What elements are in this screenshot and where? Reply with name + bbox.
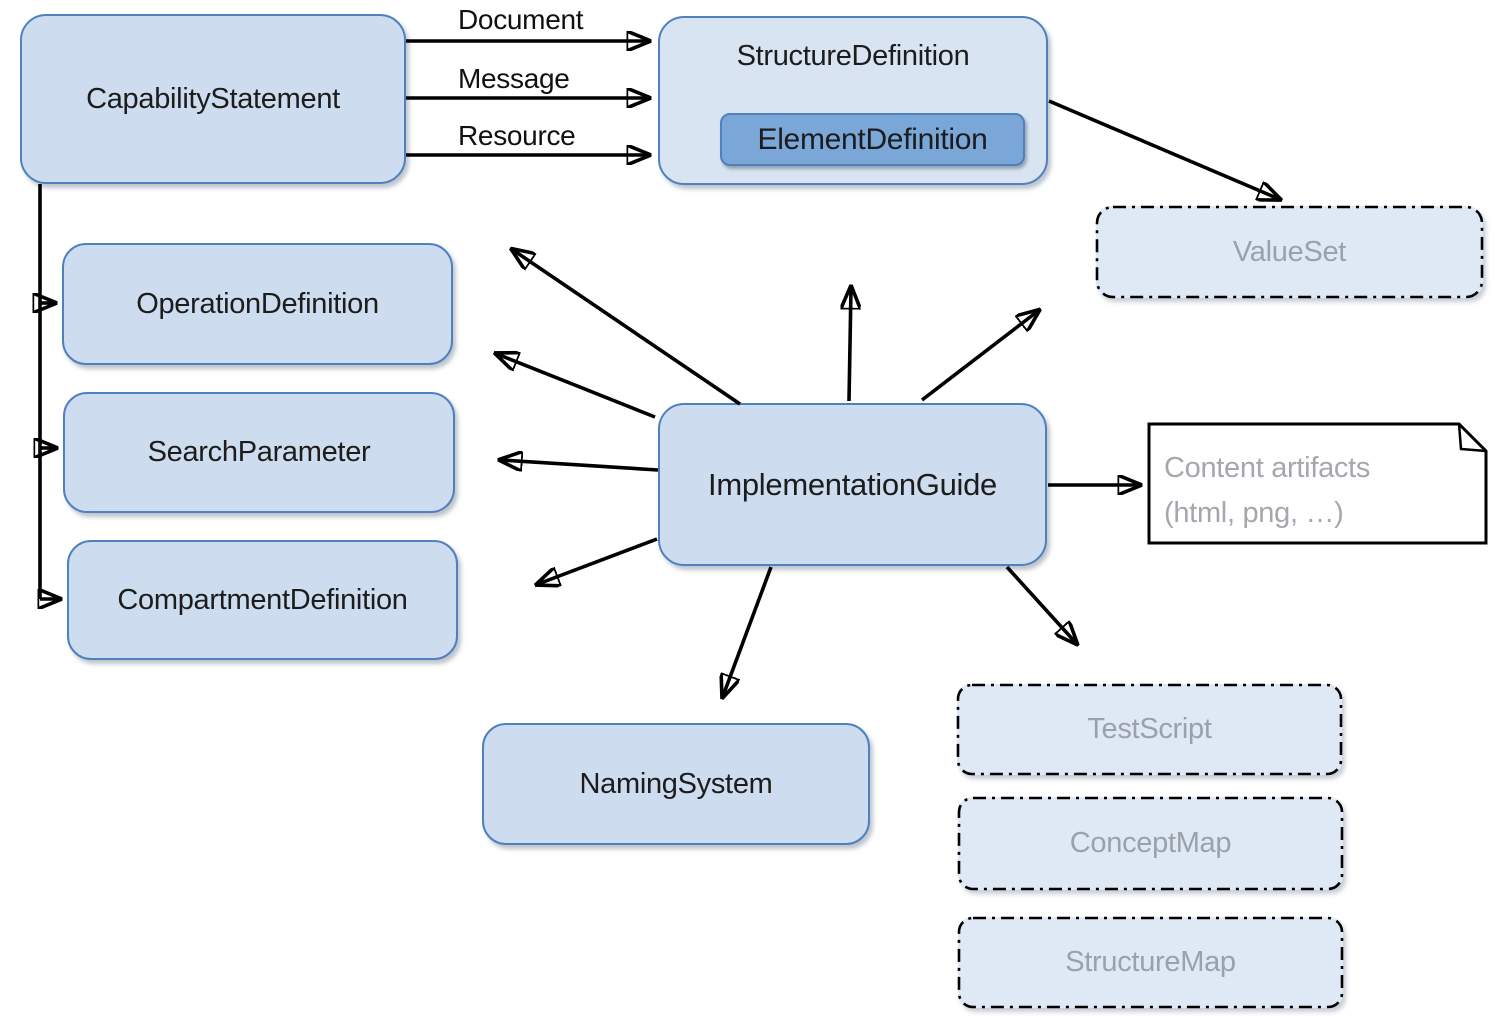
arrow-ig-up (849, 288, 851, 402)
arrow-sd-valueset (1048, 99, 1279, 199)
node-implementation-guide-label: ImplementationGuide (708, 466, 997, 502)
node-operation-definition-label: OperationDefinition (136, 287, 379, 320)
node-test-script: TestScript (957, 684, 1342, 775)
node-structure-map-label: StructureMap (1065, 946, 1236, 978)
node-structure-map: StructureMap (958, 917, 1343, 1008)
content-artifacts-label-line1: Content artifacts (1164, 452, 1371, 484)
content-artifacts-label-line2: (html, png, …) (1164, 497, 1344, 529)
node-value-set-label: ValueSet (1232, 235, 1347, 268)
edge-label-document: Document (458, 4, 584, 35)
node-test-script-label: TestScript (1087, 713, 1212, 745)
node-compartment-definition: CompartmentDefinition (67, 540, 458, 660)
node-implementation-guide: ImplementationGuide (658, 403, 1047, 566)
arrow-ig-downright (1005, 565, 1076, 643)
node-capability-statement: CapabilityStatement (20, 14, 406, 184)
node-naming-system: NamingSystem (482, 723, 870, 845)
arrow-ig-namingsystem (723, 566, 773, 696)
node-operation-definition: OperationDefinition (62, 243, 453, 365)
node-element-definition-label: ElementDefinition (757, 122, 988, 156)
node-search-parameter: SearchParameter (63, 392, 455, 513)
node-structure-definition-label: StructureDefinition (736, 40, 970, 72)
arrow-ig-upleft-long (513, 250, 742, 406)
node-content-artifacts: Content artifacts (html, png, …) (1164, 446, 1474, 536)
node-capability-statement-label: CapabilityStatement (86, 82, 340, 115)
edge-label-message: Message (458, 63, 570, 94)
arrow-ig-downleft (538, 537, 658, 584)
node-element-definition: ElementDefinition (720, 113, 1025, 166)
node-concept-map: ConceptMap (958, 797, 1343, 890)
arrow-ig-left (501, 460, 659, 472)
node-concept-map-label: ConceptMap (1069, 827, 1232, 859)
node-compartment-definition-label: CompartmentDefinition (117, 583, 408, 616)
node-structure-definition: StructureDefinition ElementDefinition (658, 16, 1048, 185)
edge-label-resource: Resource (458, 120, 576, 151)
node-naming-system-label: NamingSystem (579, 767, 773, 800)
arrow-ig-upright (920, 311, 1038, 402)
node-search-parameter-label: SearchParameter (147, 436, 371, 468)
node-value-set: ValueSet (1096, 206, 1483, 298)
arrow-ig-upleft-shallow (497, 354, 656, 419)
